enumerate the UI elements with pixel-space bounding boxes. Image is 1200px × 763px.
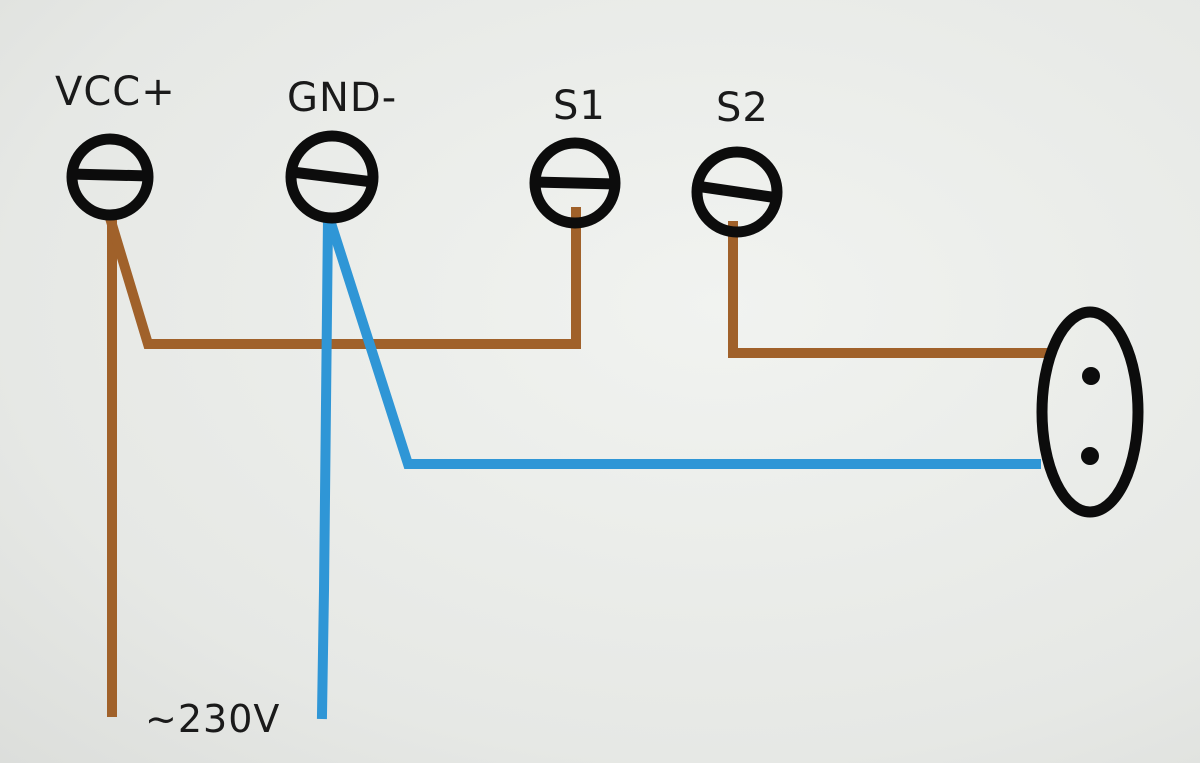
s1-terminal-label: S1 [553,83,606,129]
outlet-pin-top [1082,367,1100,385]
supply-voltage-label: ~230V [145,697,281,741]
live-wires [103,207,1053,717]
screw-slot [533,176,617,190]
neutral-supply-wire [316,212,334,720]
terminal-s1 [529,137,621,229]
screw-terminal-icon [691,146,783,238]
socket-outlet-icon [1036,306,1144,518]
s2-terminal-label: S2 [716,85,769,131]
neutral-wires [316,212,1041,720]
gnd-to-outlet-wire [323,213,1041,469]
vcc-terminal-label: VCC+ [55,69,176,115]
terminal-gnd [285,130,379,224]
terminal-s2 [691,146,783,238]
gnd-terminal-label: GND- [287,75,398,121]
live-to-s1-wire [103,207,581,349]
screw-slot [69,168,151,182]
outlet-body [1036,306,1144,518]
s2-to-outlet-wire [728,221,1053,358]
screw-slot [695,180,779,204]
terminal-vcc [66,133,154,221]
outlet-pin-bottom [1081,447,1099,465]
screw-slot [291,166,374,188]
